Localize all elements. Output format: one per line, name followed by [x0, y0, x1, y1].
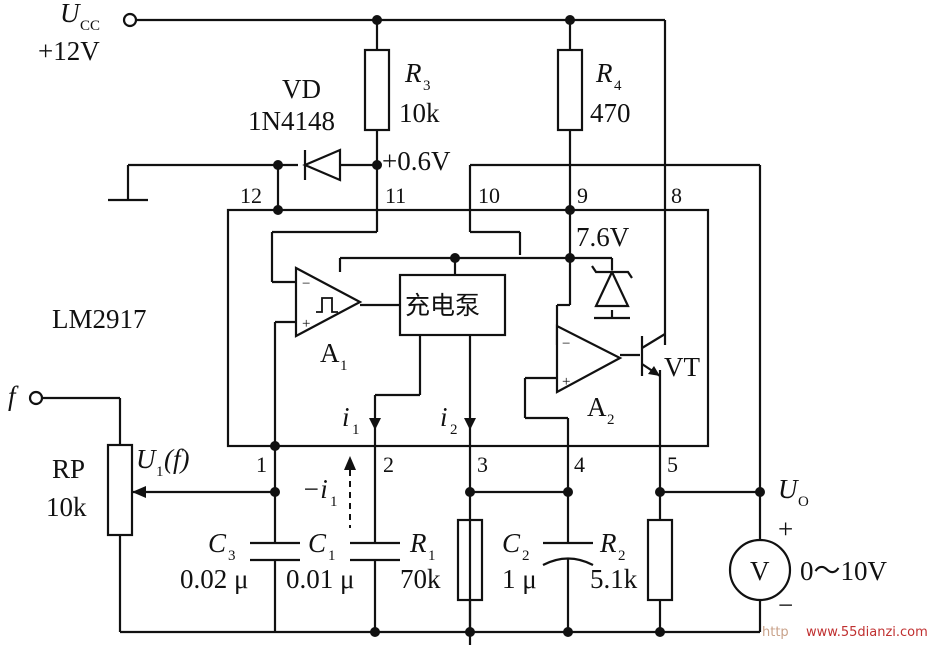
- i2-label: i: [440, 402, 448, 432]
- r1-value: 70k: [400, 564, 441, 594]
- r4-name: R: [595, 58, 613, 88]
- node-v06: +0.6V: [382, 146, 451, 176]
- charge-pump-box: [398, 273, 507, 337]
- pin-11: 11: [385, 183, 406, 208]
- i1-label: i: [342, 402, 350, 432]
- vt-name: VT: [664, 352, 700, 382]
- pin-8: 8: [671, 183, 682, 208]
- uo-sub: O: [798, 494, 809, 510]
- svg-text:−: −: [562, 336, 570, 352]
- resistor-r4: [556, 48, 584, 132]
- a2-name: A: [587, 392, 607, 422]
- current-i1-arrow: [369, 418, 381, 430]
- meter-minus: −: [778, 590, 793, 620]
- r2-value: 5.1k: [590, 564, 638, 594]
- vd-name: VD: [282, 74, 321, 104]
- pin-2: 2: [383, 452, 394, 477]
- charge-pump-label: 充电泵: [405, 291, 480, 320]
- zener-diode: [591, 265, 633, 308]
- c2-value: 1 μ: [502, 564, 537, 594]
- input-label: f: [8, 381, 19, 411]
- capacitor-c1: [350, 540, 400, 565]
- vd-part: 1N4148: [248, 106, 335, 136]
- supply-name: U: [60, 0, 81, 28]
- a1-sub: 1: [340, 358, 348, 374]
- vcc-terminal: [122, 12, 138, 28]
- watermark-right: www.55dianzi.com: [806, 625, 928, 640]
- opamp-a1: − +: [294, 266, 363, 338]
- pin-12: 12: [240, 183, 262, 208]
- resistor-r1: [456, 518, 484, 602]
- i1-sub: 1: [352, 422, 360, 438]
- neg-i1-label: −i: [302, 474, 328, 504]
- chip-name: LM2917: [52, 304, 147, 334]
- u1-sub: 1: [156, 464, 164, 480]
- u1-arg: (f): [164, 444, 189, 474]
- resistor-r2: [646, 518, 674, 602]
- pin-10: 10: [478, 183, 500, 208]
- potentiometer-rp: [106, 443, 134, 537]
- c1-sub: 1: [328, 548, 336, 564]
- c1-name: C: [308, 528, 327, 558]
- junction-dots: [270, 15, 765, 637]
- pin-5: 5: [667, 452, 678, 477]
- pin-3: 3: [477, 452, 488, 477]
- diode-vd: [298, 148, 342, 182]
- neg-i1-sub: 1: [330, 494, 338, 510]
- r1-name: R: [409, 528, 427, 558]
- svg-text:+: +: [302, 316, 310, 332]
- transistor-vt: [640, 333, 666, 377]
- supply-voltage: +12V: [38, 36, 100, 66]
- r3-value: 10k: [399, 98, 440, 128]
- r3-name: R: [404, 58, 422, 88]
- c2-name: C: [502, 528, 521, 558]
- meter-range: 0～10V: [800, 556, 887, 586]
- r4-sub: 4: [614, 78, 622, 94]
- opamp-a2: − +: [555, 324, 623, 394]
- capacitor-c3: [250, 540, 300, 565]
- current-i2-arrow: [464, 418, 476, 430]
- a1-name: A: [320, 338, 340, 368]
- c3-sub: 3: [228, 548, 236, 564]
- r4-value: 470: [590, 98, 631, 128]
- rp-name: RP: [52, 454, 85, 484]
- resistor-r3: [363, 48, 391, 132]
- reverse-current-arrow: [344, 456, 356, 470]
- i2-sub: 2: [450, 422, 458, 438]
- svg-text:−: −: [302, 276, 310, 292]
- c3-value: 0.02 μ: [180, 564, 248, 594]
- r2-sub: 2: [618, 548, 626, 564]
- c1-value: 0.01 μ: [286, 564, 354, 594]
- c2-sub: 2: [522, 548, 530, 564]
- u1-name: U: [136, 444, 157, 474]
- r2-name: R: [599, 528, 617, 558]
- supply-sub: CC: [80, 18, 100, 34]
- input-terminal: [28, 390, 44, 406]
- c3-name: C: [208, 528, 227, 558]
- r1-sub: 1: [428, 548, 436, 564]
- rp-value: 10k: [46, 492, 87, 522]
- pin-9: 9: [577, 183, 588, 208]
- uo-name: U: [778, 474, 799, 504]
- node-v76: 7.6V: [576, 222, 630, 252]
- a2-sub: 2: [607, 412, 615, 428]
- capacitor-c2: [542, 540, 594, 566]
- meter-plus: +: [778, 514, 793, 544]
- pin-1: 1: [256, 452, 267, 477]
- svg-text:+: +: [562, 374, 570, 390]
- meter-symbol: V: [750, 556, 770, 586]
- r3-sub: 3: [423, 78, 431, 94]
- watermark-left: http: [762, 625, 789, 640]
- potentiometer-wiper-arrow: [132, 486, 146, 498]
- pin-4: 4: [574, 452, 585, 477]
